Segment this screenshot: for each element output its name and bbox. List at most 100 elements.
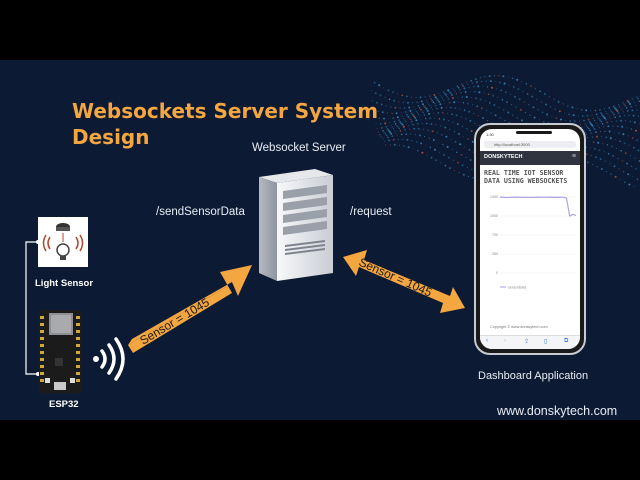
decor-dot (457, 96, 459, 98)
decor-dot (414, 116, 417, 119)
decor-dot (491, 86, 493, 89)
decor-dot (397, 138, 399, 140)
decor-dot (582, 115, 584, 117)
decor-dot (379, 123, 382, 125)
decor-dot (623, 142, 626, 145)
decor-dot (548, 96, 550, 98)
decor-dot (634, 157, 636, 160)
decor-dot (485, 80, 487, 82)
decor-dot (632, 99, 634, 101)
decor-dot (516, 117, 519, 119)
decor-dot (386, 112, 388, 114)
decor-dot (413, 128, 415, 130)
decor-dot (416, 101, 418, 103)
decor-dot (414, 109, 416, 110)
decor-dot (609, 162, 611, 165)
decor-dot (590, 132, 592, 134)
decor-dot (442, 91, 445, 93)
decor-dot (460, 91, 462, 94)
decor-dot (590, 123, 592, 125)
decor-dot (598, 149, 601, 152)
decor-dot (593, 128, 596, 130)
decor-dot (398, 127, 400, 130)
decor-dot (464, 146, 466, 148)
decor-dot (469, 159, 472, 161)
decor-dot (525, 83, 528, 85)
decor-dot (403, 145, 405, 147)
decor-dot (622, 111, 624, 113)
y-tick-label: 350 (492, 252, 498, 256)
decor-dot (601, 122, 604, 125)
decor-dot (627, 110, 629, 112)
tabs-icon[interactable]: ⧉ (564, 338, 569, 344)
decor-dot (415, 96, 417, 99)
decor-dot (427, 129, 429, 131)
decor-dot (404, 119, 406, 121)
decor-dot (386, 128, 389, 131)
decor-dot (590, 155, 592, 156)
decor-dot (563, 112, 565, 114)
decor-dot (569, 120, 571, 122)
decor-dot (573, 120, 576, 123)
decor-dot (572, 114, 575, 117)
decor-dot (475, 97, 477, 100)
decor-dot (439, 103, 442, 106)
decor-dot (443, 118, 445, 121)
decor-dot (452, 121, 454, 123)
hamburger-icon[interactable]: ≡ (571, 153, 576, 160)
decor-dot (612, 125, 614, 127)
share-icon[interactable]: ⇪ (524, 339, 530, 345)
decor-dot (605, 111, 607, 113)
back-icon[interactable]: ‹ (486, 338, 488, 344)
decor-dot (370, 90, 372, 92)
decor-dot (378, 84, 381, 87)
decor-dot (599, 158, 602, 161)
decor-dot (468, 86, 470, 88)
decor-dot (554, 108, 556, 110)
decor-dot (605, 118, 607, 121)
decor-dot (473, 113, 475, 114)
decor-dot (605, 171, 607, 173)
decor-dot (493, 104, 496, 106)
decor-dot (470, 79, 472, 82)
brand-logo[interactable]: DONSKYTECH (484, 154, 523, 160)
url-bar[interactable]: http://localhost:3000 (484, 141, 576, 148)
decor-dot (498, 106, 500, 108)
dashboard-title: REAL TIME IOT SENSOR DATA USING WEBSOCKE… (484, 169, 568, 185)
decor-dot (420, 108, 422, 111)
decor-dot (595, 156, 597, 158)
decor-dot (383, 87, 385, 89)
decor-dot (597, 124, 599, 126)
decor-dot (429, 146, 432, 149)
decor-dot (413, 115, 415, 118)
decor-dot (597, 116, 599, 118)
decor-dot (373, 81, 376, 84)
decor-dot (472, 104, 474, 106)
decor-dot (482, 85, 484, 87)
decor-dot (464, 91, 467, 93)
decor-dot (635, 105, 637, 107)
decor-dot (461, 96, 463, 98)
decor-dot (594, 131, 597, 134)
forward-icon[interactable]: › (504, 338, 506, 344)
decor-dot (474, 122, 476, 124)
decor-dot (533, 116, 536, 119)
decor-dot (588, 121, 591, 124)
decor-dot (447, 156, 450, 159)
decor-dot (611, 121, 613, 122)
decor-dot (590, 110, 592, 112)
decor-dot (445, 107, 447, 109)
decor-dot (635, 168, 637, 170)
decor-dot (417, 104, 420, 107)
decor-dot (426, 154, 428, 156)
decor-dot (397, 93, 399, 95)
decor-dot (387, 89, 390, 91)
decor-dot (504, 119, 506, 122)
decor-dot (410, 133, 412, 135)
decor-dot (390, 106, 392, 108)
decor-dot (617, 104, 619, 106)
decor-dot (481, 80, 483, 82)
decor-dot (629, 120, 631, 123)
bookmarks-icon[interactable]: ▯ (544, 339, 548, 345)
decor-dot (371, 100, 373, 102)
